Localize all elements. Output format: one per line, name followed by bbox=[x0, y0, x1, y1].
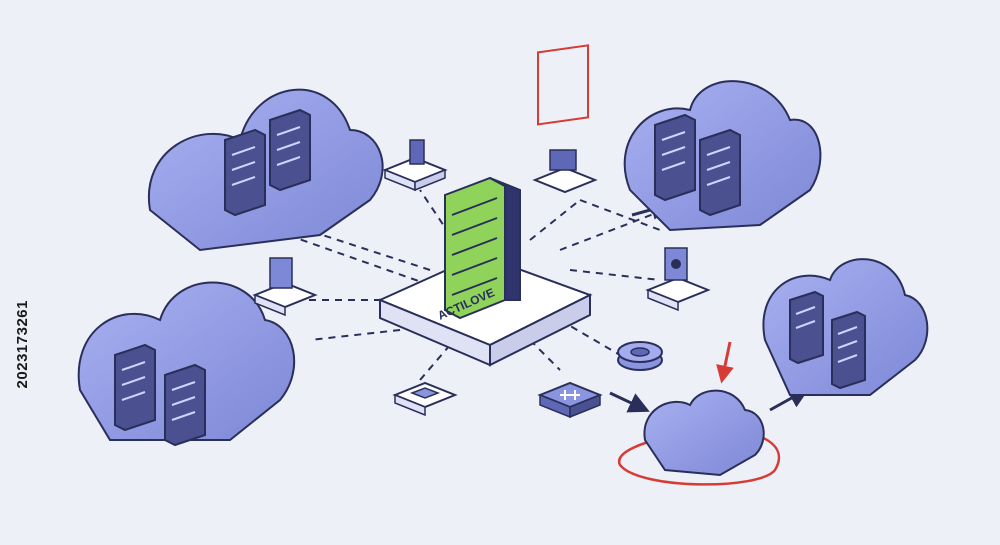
device-tile-network bbox=[537, 381, 603, 419]
device-tile-chip bbox=[392, 381, 458, 417]
device-tile-monitor-highlighted bbox=[532, 44, 598, 194]
device-tile-disk bbox=[617, 341, 663, 371]
cloud-bottom-left bbox=[77, 281, 296, 447]
server-icon bbox=[444, 176, 521, 320]
server-icon bbox=[114, 343, 206, 447]
network-icon bbox=[560, 390, 580, 400]
disk-icon bbox=[630, 347, 650, 357]
central-server-platform: ACTILOVE bbox=[377, 176, 593, 367]
cloud-bottom-right bbox=[762, 258, 929, 396]
cloud-small bbox=[618, 341, 781, 486]
device-tile-monitor-left bbox=[252, 257, 318, 317]
server-icon bbox=[654, 113, 741, 217]
cloud-top-left bbox=[147, 88, 384, 252]
chip-icon bbox=[409, 387, 441, 399]
device-tile-chart bbox=[382, 139, 448, 192]
monitor-icon bbox=[269, 257, 293, 289]
device-tile-display-right bbox=[645, 247, 711, 312]
stock-id-label: 2023173261 bbox=[14, 300, 31, 389]
monitor-icon bbox=[549, 149, 577, 171]
server-icon bbox=[789, 290, 866, 390]
server-icon bbox=[224, 108, 311, 217]
cloud-top-right bbox=[623, 80, 822, 232]
